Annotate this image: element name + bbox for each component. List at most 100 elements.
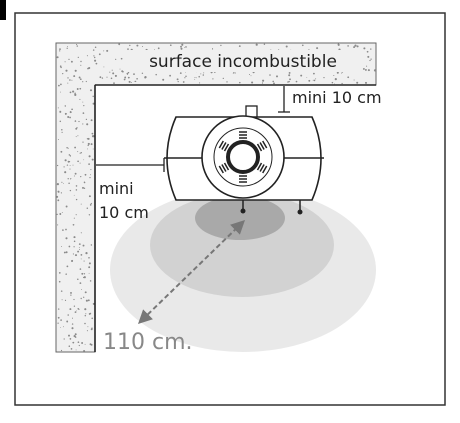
wall-speckle	[58, 272, 61, 274]
wall-speckle	[334, 78, 337, 81]
side-clearance-label-line2: 10 cm	[99, 203, 149, 222]
wall-speckle	[65, 273, 67, 275]
wall-speckle	[73, 298, 75, 301]
wall-speckle	[261, 82, 264, 84]
stove-top-view-icon	[164, 105, 324, 215]
wall-speckle	[63, 183, 65, 184]
wall-speckle	[212, 48, 214, 49]
wall-speckle	[154, 49, 156, 50]
wall-speckle	[76, 310, 77, 312]
wall-speckle	[92, 148, 94, 150]
wall-speckle	[203, 72, 205, 74]
wall-speckle	[59, 120, 62, 123]
wall-speckle	[248, 73, 251, 76]
wall-speckle	[155, 73, 157, 76]
wall-speckle	[67, 116, 70, 118]
wall-speckle	[57, 107, 59, 109]
wall-speckle	[103, 66, 105, 68]
wall-speckle	[69, 178, 72, 180]
wall-speckle	[72, 253, 74, 255]
wall-speckle	[60, 91, 62, 93]
wall-speckle	[88, 66, 91, 70]
wall-speckle	[71, 323, 74, 325]
wall-speckle	[78, 344, 80, 347]
wall-speckle	[68, 334, 70, 337]
wall-speckle	[62, 229, 64, 231]
wall-speckle	[72, 223, 75, 226]
wall-speckle	[184, 46, 186, 48]
wall-speckle	[239, 81, 241, 84]
wall-speckle	[79, 248, 80, 250]
wall-speckle	[262, 79, 265, 82]
wall-speckle	[119, 68, 121, 70]
wall-speckle	[67, 147, 69, 149]
wall-speckle	[92, 95, 94, 98]
heat-zone-inner	[195, 196, 285, 240]
wall-speckle	[202, 74, 205, 76]
wall-speckle	[356, 81, 359, 84]
wall-speckle	[73, 240, 76, 243]
wall-speckle	[87, 137, 90, 140]
wall-speckle	[185, 46, 187, 48]
wall-speckle	[80, 203, 82, 205]
wall-speckle	[83, 296, 85, 298]
wall-speckle	[84, 173, 87, 176]
wall-speckle	[162, 78, 165, 81]
wall-speckle	[70, 60, 73, 63]
wall-speckle	[87, 144, 89, 147]
wall-speckle	[73, 175, 75, 177]
wall-speckle	[74, 333, 77, 336]
wall-speckle	[82, 276, 85, 279]
wall-speckle	[89, 280, 92, 282]
wall-speckle	[69, 189, 72, 192]
wall-speckle	[255, 43, 258, 46]
wall-speckle	[88, 214, 91, 216]
wall-speckle	[194, 76, 196, 79]
wall-speckle	[333, 74, 335, 77]
vent-grille	[218, 140, 230, 152]
wall-speckle	[315, 78, 317, 80]
wall-speckle	[91, 132, 94, 135]
wall-speckle	[70, 291, 72, 294]
wall-speckle	[80, 297, 82, 300]
wall-speckle	[87, 299, 90, 302]
wall-speckle	[82, 141, 84, 143]
wall-speckle	[101, 77, 104, 79]
wall-speckle	[169, 44, 172, 47]
wall-speckle	[69, 116, 71, 119]
wall-label-bg	[125, 50, 361, 72]
wall-speckle	[222, 77, 224, 80]
wall-speckle	[81, 288, 82, 290]
wall-speckle	[106, 49, 109, 52]
wall-speckle	[275, 75, 279, 78]
wall-speckle	[84, 314, 87, 317]
wall-speckle	[341, 73, 343, 74]
wall-speckle	[199, 82, 201, 84]
wall-speckle	[226, 81, 228, 83]
wall-speckle	[79, 268, 82, 270]
wall-speckle	[273, 82, 275, 85]
wall-speckle	[67, 77, 69, 79]
wall-speckle	[94, 46, 97, 49]
wall-speckle	[85, 252, 88, 255]
wall-speckle	[74, 92, 76, 94]
wall-speckle	[82, 81, 84, 83]
wall-speckle	[367, 69, 370, 72]
wall-speckle	[69, 308, 72, 311]
wall-speckle	[78, 120, 80, 123]
wall-speckle	[80, 64, 82, 66]
wall-speckle	[285, 45, 288, 48]
wall-speckle	[65, 251, 68, 254]
wall-speckle	[64, 112, 67, 115]
wall-speckle	[77, 278, 79, 280]
wall-speckle	[76, 44, 78, 46]
wall-speckle	[182, 81, 185, 83]
wall-speckle	[59, 48, 61, 50]
wall-speckle	[177, 80, 179, 83]
wall-speckle	[353, 79, 355, 81]
vent-grille	[256, 140, 268, 152]
wall-speckle	[337, 43, 340, 46]
wall-speckle	[95, 62, 98, 65]
wall-speckle	[70, 348, 73, 350]
